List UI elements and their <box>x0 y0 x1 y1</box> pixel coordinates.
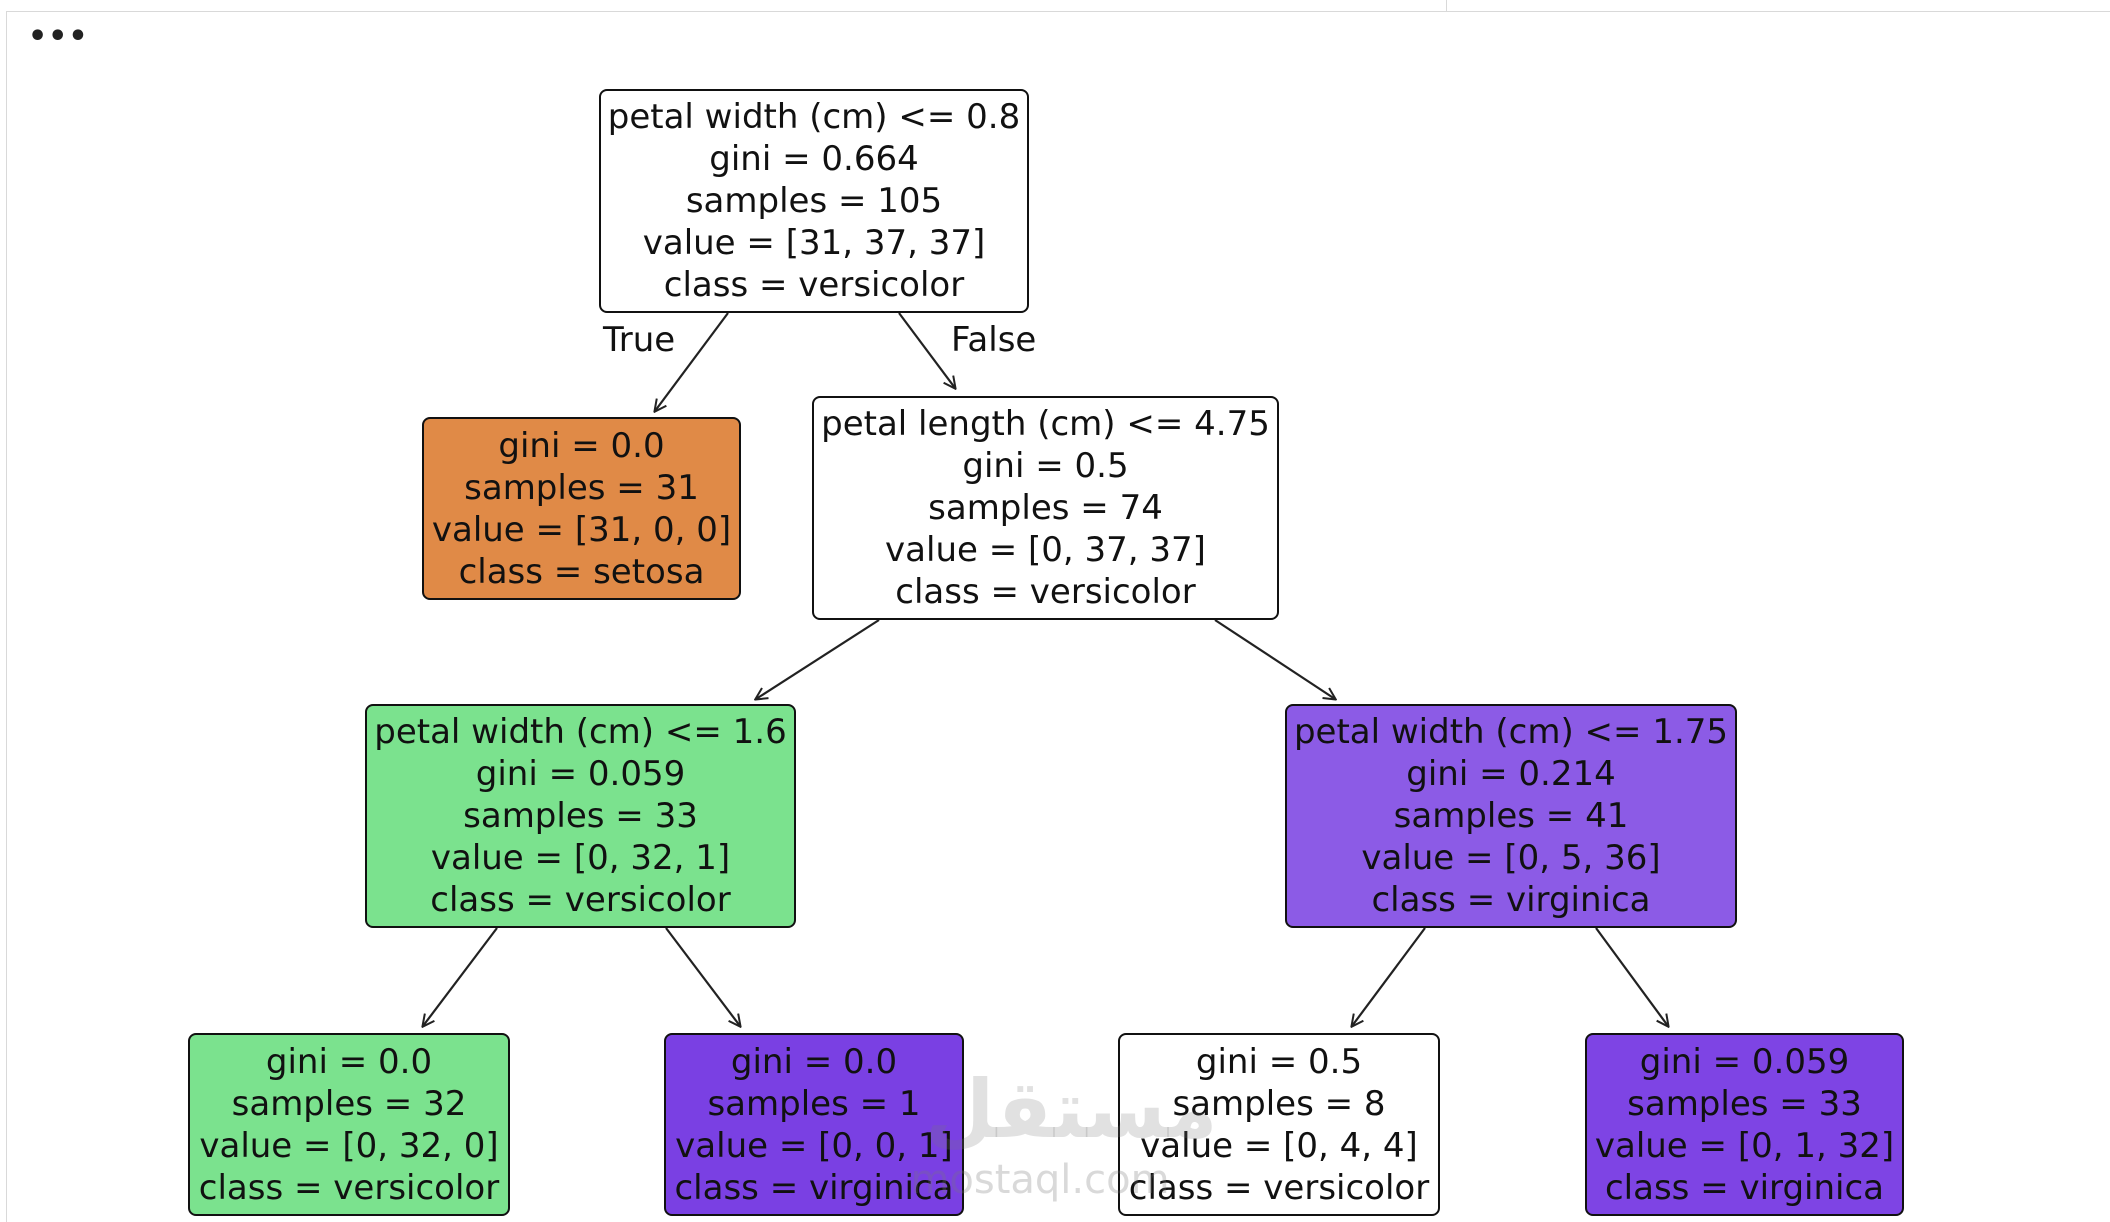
output-collapse-button[interactable]: ••• <box>28 19 89 54</box>
node-value: value = [0, 1, 32] <box>1594 1125 1895 1166</box>
node-gini: gini = 0.0 <box>265 1041 433 1082</box>
cell-left-border <box>6 11 7 1222</box>
node-class: class = versicolor <box>198 1167 500 1208</box>
node-value: value = [0, 37, 37] <box>885 530 1206 570</box>
node-samples: samples = 33 <box>463 796 698 836</box>
node-class: class = virginica <box>1604 1167 1884 1208</box>
cell-top-divider <box>1446 0 1447 11</box>
node-samples: samples = 8 <box>1172 1083 1386 1124</box>
node-samples: samples = 33 <box>1627 1083 1862 1124</box>
edge-label-false: False <box>951 320 1037 360</box>
watermark-logo: مستقل <box>925 1063 1218 1156</box>
edge-width-16-to-leaf-1 <box>665 927 740 1026</box>
node-samples: samples = 105 <box>685 181 943 221</box>
node-gini: gini = 0.059 <box>475 754 686 794</box>
tree-node-virginica-leaf-33: gini = 0.059 samples = 33 value = [0, 1,… <box>1585 1033 1904 1216</box>
node-value: value = [31, 0, 0] <box>431 509 732 550</box>
node-value: value = [31, 37, 37] <box>642 223 986 263</box>
node-split-condition: petal length (cm) <= 4.75 <box>821 404 1270 444</box>
edge-width-175-to-leaf-33 <box>1595 927 1668 1026</box>
node-class: class = versicolor <box>1128 1167 1430 1208</box>
node-class: class = virginica <box>674 1167 954 1208</box>
node-value: value = [0, 0, 1] <box>675 1125 953 1166</box>
tree-node-versicolor-leaf-8: gini = 0.5 samples = 8 value = [0, 4, 4]… <box>1118 1033 1440 1216</box>
tree-node-versicolor-leaf-32: gini = 0.0 samples = 32 value = [0, 32, … <box>188 1033 510 1216</box>
node-gini: gini = 0.0 <box>498 425 665 466</box>
edge-root-to-setosa <box>655 312 729 411</box>
edge-label-true: True <box>603 320 676 360</box>
node-value: value = [0, 32, 0] <box>199 1125 499 1166</box>
tree-node-root: petal width (cm) <= 0.8 gini = 0.664 sam… <box>599 89 1029 313</box>
node-gini: gini = 0.5 <box>962 446 1129 486</box>
node-class: class = setosa <box>458 551 705 592</box>
node-value: value = [0, 4, 4] <box>1140 1125 1418 1166</box>
node-gini: gini = 0.5 <box>1195 1041 1363 1082</box>
node-value: value = [0, 32, 1] <box>430 838 731 878</box>
watermark-text: mostaql.com <box>910 1157 1170 1203</box>
node-gini: gini = 0.664 <box>709 139 919 179</box>
edge-root-to-petal-length <box>898 312 955 388</box>
node-gini: gini = 0.214 <box>1406 754 1616 794</box>
tree-node-petal-length-split: petal length (cm) <= 4.75 gini = 0.5 sam… <box>812 396 1279 620</box>
edge-width-175-to-leaf-8 <box>1352 927 1426 1026</box>
cell-top-border <box>6 0 2110 12</box>
edge-width-16-to-leaf-32 <box>423 927 498 1026</box>
node-class: class = virginica <box>1371 880 1651 920</box>
node-gini: gini = 0.059 <box>1639 1041 1850 1082</box>
node-split-condition: petal width (cm) <= 1.6 <box>374 712 787 752</box>
tree-node-virginica-leaf-1: gini = 0.0 samples = 1 value = [0, 0, 1]… <box>664 1033 964 1216</box>
node-value: value = [0, 5, 36] <box>1361 838 1661 878</box>
node-samples: samples = 41 <box>1393 796 1629 836</box>
node-samples: samples = 31 <box>464 467 699 508</box>
tree-node-petal-width-1-75-split: petal width (cm) <= 1.75 gini = 0.214 sa… <box>1285 704 1737 928</box>
node-samples: samples = 1 <box>707 1083 921 1124</box>
node-class: class = versicolor <box>430 880 731 920</box>
node-split-condition: petal width (cm) <= 1.75 <box>1293 712 1729 752</box>
node-gini: gini = 0.0 <box>730 1041 898 1082</box>
node-samples: samples = 74 <box>928 488 1163 528</box>
tree-node-petal-width-1-6-split: petal width (cm) <= 1.6 gini = 0.059 sam… <box>365 704 796 928</box>
node-class: class = versicolor <box>663 265 965 305</box>
edge-petal-length-to-width-16 <box>756 619 880 699</box>
node-split-condition: petal width (cm) <= 0.8 <box>607 97 1021 137</box>
tree-node-setosa-leaf: gini = 0.0 samples = 31 value = [31, 0, … <box>422 417 741 600</box>
node-samples: samples = 32 <box>231 1083 467 1124</box>
edge-petal-length-to-width-175 <box>1214 619 1335 699</box>
node-class: class = versicolor <box>895 572 1196 612</box>
